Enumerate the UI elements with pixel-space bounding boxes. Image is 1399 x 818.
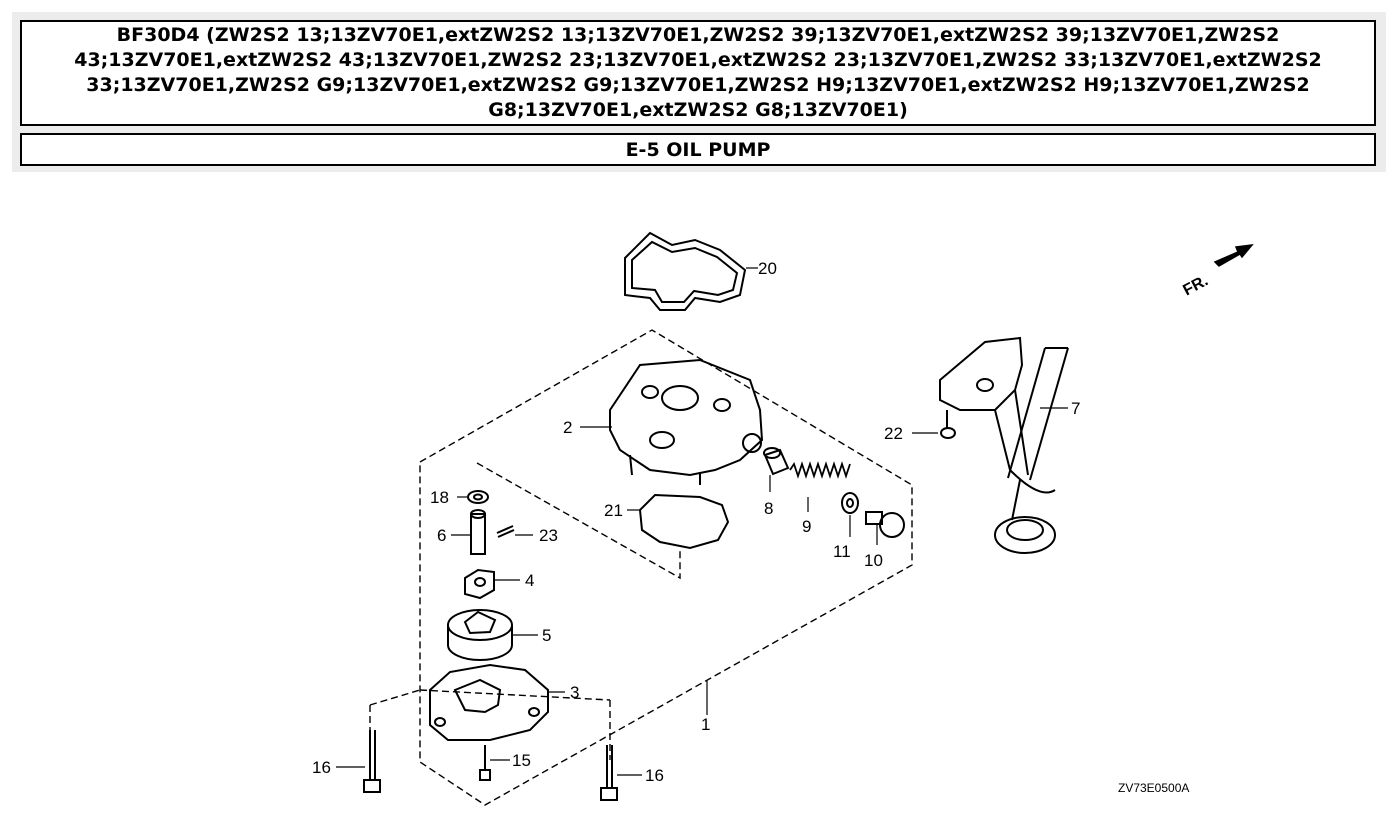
callout-8: 8 xyxy=(764,499,773,518)
shaft-part-6 xyxy=(470,509,486,555)
callout-20: 20 xyxy=(758,259,777,278)
section-title-box: E-5 OIL PUMP xyxy=(20,133,1376,166)
callout-9: 9 xyxy=(802,517,811,536)
bolt-part-16-right xyxy=(600,745,618,801)
cover-part-3 xyxy=(429,663,549,741)
callout-6: 6 xyxy=(437,526,446,545)
callout-11: 11 xyxy=(833,542,851,561)
strainer-part-7 xyxy=(939,336,1069,554)
model-title: BF30D4 (ZW2S2 13;13ZV70E1,extZW2S2 13;13… xyxy=(74,24,1322,121)
inner-rotor-part-4 xyxy=(464,568,495,600)
callout-5: 5 xyxy=(542,626,551,645)
washer-part-11 xyxy=(841,492,859,514)
callout-3: 3 xyxy=(570,683,579,702)
callout-10: 10 xyxy=(864,551,883,570)
spring-part-9 xyxy=(789,461,851,479)
gasket-part-21 xyxy=(638,493,730,550)
leader-lines xyxy=(336,267,1068,776)
callout-23: 23 xyxy=(539,526,558,545)
callout-16-right: 16 xyxy=(645,766,664,785)
washer-part-18 xyxy=(467,490,489,504)
callout-2: 2 xyxy=(563,418,572,437)
pump-body-part-2 xyxy=(609,358,764,485)
front-direction-arrow-icon xyxy=(1213,244,1254,267)
callout-16-left: 16 xyxy=(312,758,331,777)
part-8 xyxy=(763,447,790,476)
gasket-part-20 xyxy=(624,231,747,311)
bolt-part-22 xyxy=(940,410,956,439)
callout-4: 4 xyxy=(525,571,534,590)
callout-21: 21 xyxy=(604,501,623,520)
callout-18: 18 xyxy=(430,488,449,507)
bolt-part-16-left xyxy=(363,730,381,793)
bolt-part-10 xyxy=(865,511,905,538)
front-direction-label: FR. xyxy=(1180,272,1211,299)
model-title-box: BF30D4 (ZW2S2 13;13ZV70E1,extZW2S2 13;13… xyxy=(20,20,1376,126)
assembly-frame xyxy=(369,329,913,806)
section-title: E-5 OIL PUMP xyxy=(625,138,771,161)
pin-part-23 xyxy=(496,525,515,538)
callout-1: 1 xyxy=(701,715,710,734)
callout-15: 15 xyxy=(512,751,531,770)
callout-22: 22 xyxy=(884,424,903,443)
outer-rotor-part-5 xyxy=(447,609,513,661)
bolt-part-15 xyxy=(479,745,491,781)
callout-7: 7 xyxy=(1071,399,1080,418)
drawing-code: ZV73E0500A xyxy=(1118,781,1189,795)
